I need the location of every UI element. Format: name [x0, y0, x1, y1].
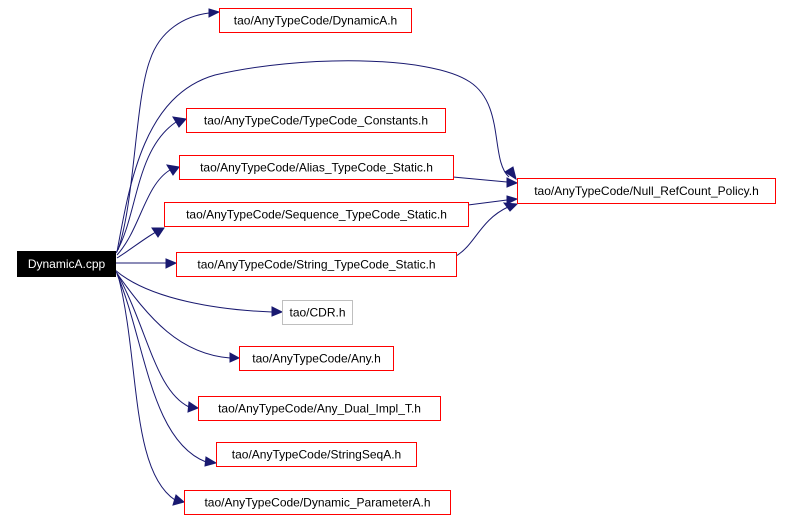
nodes-layer: DynamicA.cpp tao/AnyTypeCode/DynamicA.h ta… — [17, 8, 776, 515]
arrowhead-icon — [504, 166, 517, 181]
node-label: tao/AnyTypeCode/Null_RefCount_Policy.h — [534, 184, 759, 198]
edge-line — [452, 176, 508, 183]
node-label: tao/AnyTypeCode/Any.h — [252, 352, 381, 366]
node-label: tao/AnyTypeCode/Any_Dual_Impl_T.h — [218, 402, 421, 416]
node-box — [17, 251, 116, 277]
include-node[interactable]: tao/AnyTypeCode/Null_RefCount_Policy.h — [517, 178, 776, 204]
edge-root-to-n8 — [116, 272, 200, 413]
edge-n4-to-n11 — [467, 195, 519, 206]
node-box — [517, 178, 776, 204]
arrowhead-icon — [506, 177, 519, 188]
edge-line — [117, 274, 176, 501]
node-box — [282, 300, 353, 325]
include-node[interactable]: tao/AnyTypeCode/Any_Dual_Impl_T.h — [198, 396, 441, 421]
edge-root-to-n4 — [116, 227, 165, 259]
node-box — [198, 396, 441, 421]
node-box — [186, 108, 446, 133]
node-box — [179, 155, 454, 180]
node-label: tao/AnyTypeCode/Alias_TypeCode_Static.h — [200, 161, 433, 175]
edge-line — [115, 121, 177, 254]
edge-line — [455, 206, 509, 257]
edge-line — [116, 60, 510, 253]
node-label: tao/AnyTypeCode/TypeCode_Constants.h — [204, 114, 428, 128]
edge-line — [116, 272, 190, 408]
include-node[interactable]: tao/AnyTypeCode/Alias_TypeCode_Static.h — [179, 155, 454, 180]
arrowhead-icon — [172, 116, 187, 128]
include-node[interactable]: tao/AnyTypeCode/Any.h — [239, 346, 394, 371]
node-label: tao/AnyTypeCode/Sequence_TypeCode_Static… — [186, 208, 447, 222]
edge-root-to-n9 — [116, 273, 218, 467]
node-label: tao/AnyTypeCode/DynamicA.h — [234, 14, 397, 28]
node-label: tao/AnyTypeCode/Dynamic_ParameterA.h — [204, 496, 430, 510]
arrowhead-icon — [165, 258, 178, 269]
include-node[interactable]: tao/AnyTypeCode/StringSeqA.h — [216, 442, 417, 467]
node-box — [216, 442, 417, 467]
arrowhead-icon — [204, 456, 218, 467]
arrowhead-icon — [506, 195, 519, 205]
include-node[interactable]: tao/AnyTypeCode/TypeCode_Constants.h — [186, 108, 446, 133]
edge-root-to-n2 — [115, 116, 187, 254]
node-box — [239, 346, 394, 371]
arrowhead-icon — [172, 494, 186, 506]
edge-line — [116, 273, 207, 463]
arrowhead-icon — [271, 306, 284, 317]
arrowhead-icon — [166, 164, 180, 176]
edge-line — [116, 231, 157, 259]
node-label: tao/AnyTypeCode/String_TypeCode_Static.h — [197, 258, 435, 272]
edge-line — [116, 169, 171, 256]
node-label: DynamicA.cpp — [28, 257, 106, 271]
edge-root-to-n10 — [117, 274, 186, 506]
node-box — [219, 8, 412, 33]
node-box — [184, 490, 451, 515]
edge-line — [467, 199, 508, 206]
include-node: tao/CDR.h — [282, 300, 353, 325]
edge-line — [114, 269, 273, 313]
arrowhead-icon — [151, 227, 165, 238]
edge-line — [117, 12, 210, 251]
include-node[interactable]: tao/AnyTypeCode/String_TypeCode_Static.h — [176, 252, 457, 277]
include-node[interactable]: tao/AnyTypeCode/Sequence_TypeCode_Static… — [164, 202, 469, 227]
edge-root-to-n5 — [115, 258, 178, 269]
root-node: DynamicA.cpp — [17, 251, 116, 277]
node-box — [176, 252, 457, 277]
node-box — [164, 202, 469, 227]
arrowhead-icon — [502, 202, 519, 212]
edge-root-to-n11 — [116, 60, 517, 253]
edge-n5-to-n11 — [455, 202, 519, 257]
edge-line — [115, 271, 231, 359]
edges-layer — [114, 8, 519, 506]
edge-n3-to-n11 — [452, 176, 519, 188]
edge-root-to-n1 — [117, 8, 221, 251]
edge-root-to-n7 — [115, 271, 241, 363]
include-node[interactable]: tao/AnyTypeCode/Dynamic_ParameterA.h — [184, 490, 451, 515]
arrowhead-icon — [229, 352, 241, 363]
node-label: tao/CDR.h — [289, 306, 345, 320]
node-label: tao/AnyTypeCode/StringSeqA.h — [232, 448, 401, 462]
arrowhead-icon — [187, 401, 200, 413]
edge-root-to-n6 — [114, 269, 284, 317]
include-node[interactable]: tao/AnyTypeCode/DynamicA.h — [219, 8, 412, 33]
edge-root-to-n3 — [116, 164, 180, 256]
arrowhead-icon — [208, 8, 221, 18]
